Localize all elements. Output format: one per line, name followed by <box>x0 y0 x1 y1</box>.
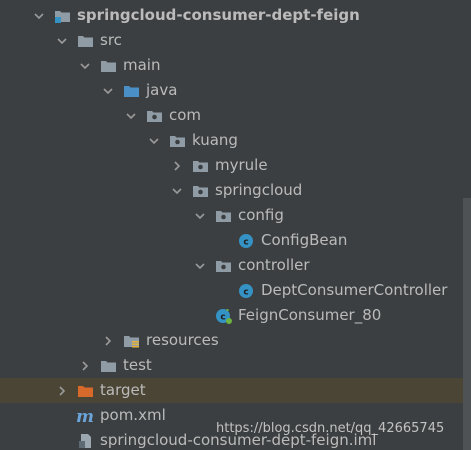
no-toggle <box>216 284 230 298</box>
folder-icon <box>77 33 95 49</box>
tree-row-label: springcloud-consumer-dept-feign <box>77 6 360 24</box>
chevron-down-icon[interactable] <box>193 209 207 223</box>
tree-row-label: config <box>238 206 284 224</box>
chevron-down-icon[interactable] <box>147 134 161 148</box>
package-icon <box>192 183 210 199</box>
tree-row-label: test <box>123 356 152 374</box>
tree-row-configbean[interactable]: c ConfigBean <box>0 228 471 253</box>
svg-text:c: c <box>220 312 225 322</box>
tree-row-kuang[interactable]: kuang <box>0 128 471 153</box>
tree-row-label: myrule <box>215 156 268 174</box>
watermark-text: https://blog.csdn.net/qq_42665745 <box>216 421 445 436</box>
chevron-right-icon[interactable] <box>55 384 69 398</box>
chevron-down-icon[interactable] <box>55 34 69 48</box>
tree-row-springcloud[interactable]: springcloud <box>0 178 471 203</box>
excluded-folder-icon <box>77 383 95 399</box>
tree-row-label: pom.xml <box>100 406 166 424</box>
svg-text:m: m <box>77 408 94 424</box>
tree-row-myrule[interactable]: myrule <box>0 153 471 178</box>
tree-row-label: springcloud-consumer-dept-feign.iml <box>100 431 377 449</box>
package-icon <box>215 208 233 224</box>
tree-row-pom-xml[interactable]: m pom.xml <box>0 403 471 428</box>
chevron-right-icon[interactable] <box>78 359 92 373</box>
spring-boot-class-icon: c <box>215 308 233 324</box>
tree-row-src[interactable]: src <box>0 28 471 53</box>
folder-icon <box>100 358 118 374</box>
tree-row-springcloud-consumer-dept-feign[interactable]: springcloud-consumer-dept-feign <box>0 3 471 28</box>
tree-row-label: java <box>146 81 178 99</box>
package-icon <box>169 133 187 149</box>
tree-row-label: kuang <box>192 131 238 149</box>
no-toggle <box>55 409 69 423</box>
svg-text:c: c <box>243 287 248 297</box>
module-folder-icon <box>54 8 72 24</box>
tree-row-java[interactable]: java <box>0 78 471 103</box>
source-folder-icon <box>123 83 141 99</box>
tree-row-label: DeptConsumerController <box>261 281 448 299</box>
tree-row-com[interactable]: com <box>0 103 471 128</box>
svg-text:c: c <box>243 237 248 247</box>
vertical-scrollbar[interactable] <box>463 198 471 450</box>
package-icon <box>146 108 164 124</box>
tree-row-feignconsumer-80[interactable]: c FeignConsumer_80 <box>0 303 471 328</box>
tree-row-controller[interactable]: controller <box>0 253 471 278</box>
chevron-down-icon[interactable] <box>78 59 92 73</box>
tree-row-config[interactable]: config <box>0 203 471 228</box>
tree-row-test[interactable]: test <box>0 353 471 378</box>
tree-row-resources[interactable]: resources <box>0 328 471 353</box>
tree-row-label: FeignConsumer_80 <box>238 306 382 324</box>
chevron-down-icon[interactable] <box>193 259 207 273</box>
tree-row-deptconsumercontroller[interactable]: c DeptConsumerController <box>0 278 471 303</box>
chevron-down-icon[interactable] <box>124 109 138 123</box>
java-class-icon: c <box>238 233 256 249</box>
tree-row-label: target <box>100 381 146 399</box>
tree-row-springcloud-consumer-dept-feign-iml[interactable]: springcloud-consumer-dept-feign.iml <box>0 428 471 450</box>
tree-row-label: controller <box>238 256 310 274</box>
tree-row-label: resources <box>146 331 219 349</box>
package-icon <box>215 258 233 274</box>
no-toggle <box>193 309 207 323</box>
tree-row-label: springcloud <box>215 181 303 199</box>
tree-row-label: main <box>123 56 161 74</box>
chevron-down-icon[interactable] <box>32 9 46 23</box>
maven-icon: m <box>77 408 95 424</box>
chevron-down-icon[interactable] <box>101 84 115 98</box>
package-icon <box>192 158 210 174</box>
tree-row-label: ConfigBean <box>261 231 348 249</box>
folder-icon <box>100 58 118 74</box>
tree-row-label: src <box>100 31 122 49</box>
iml-file-icon <box>77 433 95 449</box>
chevron-right-icon[interactable] <box>101 334 115 348</box>
chevron-down-icon[interactable] <box>170 184 184 198</box>
no-toggle <box>216 234 230 248</box>
chevron-right-icon[interactable] <box>170 159 184 173</box>
resources-folder-icon <box>123 333 141 349</box>
tree-row-label: com <box>169 106 202 124</box>
java-class-icon: c <box>238 283 256 299</box>
tree-row-main[interactable]: main <box>0 53 471 78</box>
no-toggle <box>55 434 69 448</box>
tree-row-target[interactable]: target <box>0 378 471 403</box>
